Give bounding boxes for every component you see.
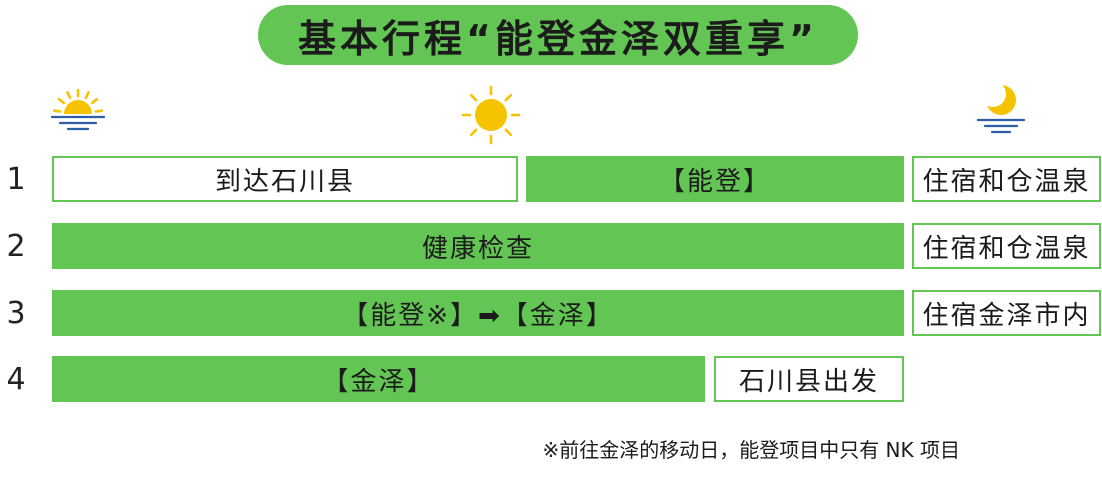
day-4-kanazawa-cell: 【金泽】 [52,356,705,402]
day-1-lodging-cell: 住宿和仓温泉 [912,156,1101,202]
sun-icon [461,85,521,145]
footnote: ※前往金泽的移动日，能登项目中只有 NK 项目 [542,438,960,462]
day-3-noto-to-kanazawa-cell: 【能登※】➡【金泽】 [52,290,904,336]
day-row-2: 2 健康检查 住宿和仓温泉 [0,223,1102,269]
day-row-4: 4 【金泽】 石川县出发 [0,356,1102,402]
day-row-3: 3 【能登※】➡【金泽】 住宿金泽市内 [0,290,1102,336]
day-number: 3 [6,295,26,331]
day-3-lodging-cell: 住宿金泽市内 [912,290,1101,336]
day-4-departure-cell: 石川县出发 [714,356,904,402]
day-1-noto-cell: 【能登】 [526,156,904,202]
day-1-arrival-cell: 到达石川县 [52,156,518,202]
day-number: 4 [6,361,26,397]
moon-icon [976,81,1026,134]
sunrise-icon [50,88,106,131]
day-row-1: 1 到达石川县 【能登】 住宿和仓温泉 [0,156,1102,202]
day-2-lodging-cell: 住宿和仓温泉 [912,223,1101,269]
title-banner: 基本行程“能登金泽双重享” [258,5,858,65]
day-number: 2 [6,228,26,264]
day-2-health-checkup-cell: 健康检查 [52,223,904,269]
page-title: 基本行程“能登金泽双重享” [298,16,818,61]
day-number: 1 [6,161,26,197]
